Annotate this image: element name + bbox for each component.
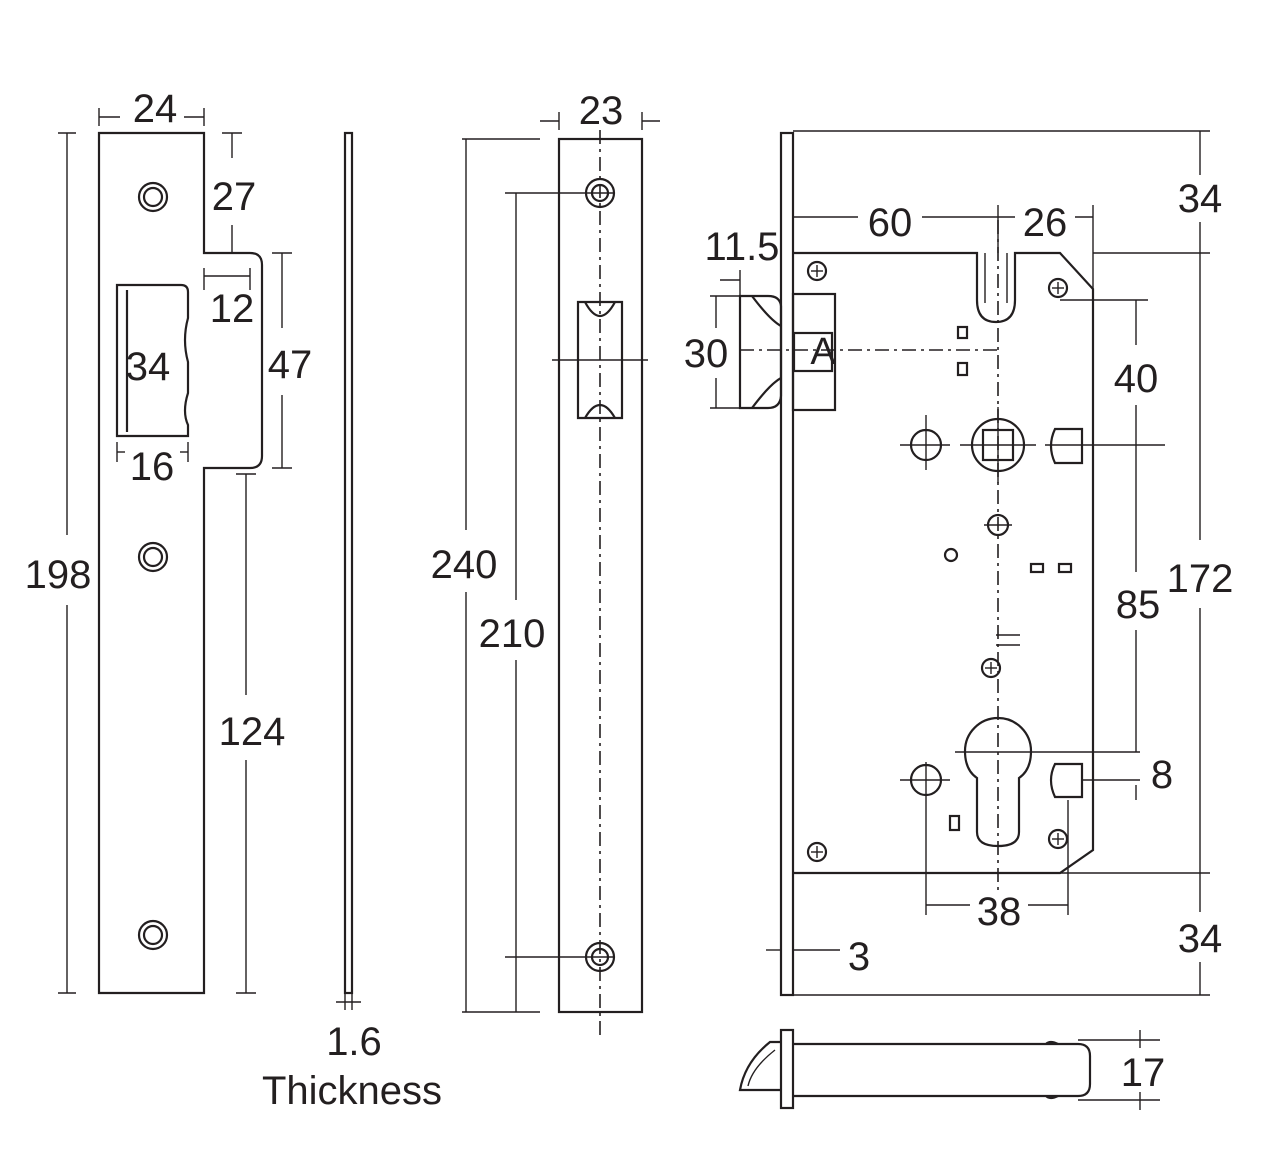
dim-hole-spacing: 38 [977,890,1022,934]
screw-icon [1047,828,1069,850]
screw-icon [806,841,828,863]
faceplate [552,130,648,1040]
dim-to-spindle: 40 [1114,357,1159,401]
thickness-label: Thickness [262,1069,442,1113]
dim-spindle-cylinder: 85 [1116,583,1161,627]
dim-faceplate-width: 23 [579,89,624,133]
dim-case-height: 172 [1167,557,1234,601]
dim-strike-total-height: 198 [25,553,92,597]
lock-body-bottom-view [738,1028,1160,1110]
dim-top-margin: 34 [1178,177,1223,221]
plate-side-profile [336,131,361,1010]
faceplate-dimensions [462,112,660,1013]
lock-body-dimensions [710,130,1210,996]
dim-strike-lip-height: 47 [268,343,313,387]
screw-icon [1047,277,1069,299]
dim-thickness: 1.6 [326,1020,382,1064]
dim-strike-opening-width: 16 [130,445,175,489]
lock-body: A [738,131,1165,997]
dim-faceplate-height: 240 [431,543,498,587]
dim-slot-offset: 26 [1023,201,1068,245]
dim-cylinder-offset: 8 [1151,753,1173,797]
dim-backset: 60 [868,201,913,245]
dim-strike-opening-height: 34 [126,345,171,389]
latch-marker: A [810,331,836,373]
screw-icon [980,657,1002,679]
dim-bottom-margin: 34 [1178,917,1223,961]
dim-strike-lower: 124 [219,710,286,754]
dim-faceplate-thickness: 3 [848,935,870,979]
dim-latch-offset: 11.5 [705,225,780,269]
dim-strike-width: 24 [133,87,178,131]
screw-icon [806,260,828,282]
dim-faceplate-holes: 210 [479,612,546,656]
dim-strike-lip: 12 [210,287,255,331]
dim-strike-top: 27 [212,175,257,219]
strike-plate-dimensions [58,108,292,994]
strike-plate [97,131,264,995]
dim-depth: 17 [1121,1051,1166,1095]
dim-latch-height: 30 [684,332,729,376]
